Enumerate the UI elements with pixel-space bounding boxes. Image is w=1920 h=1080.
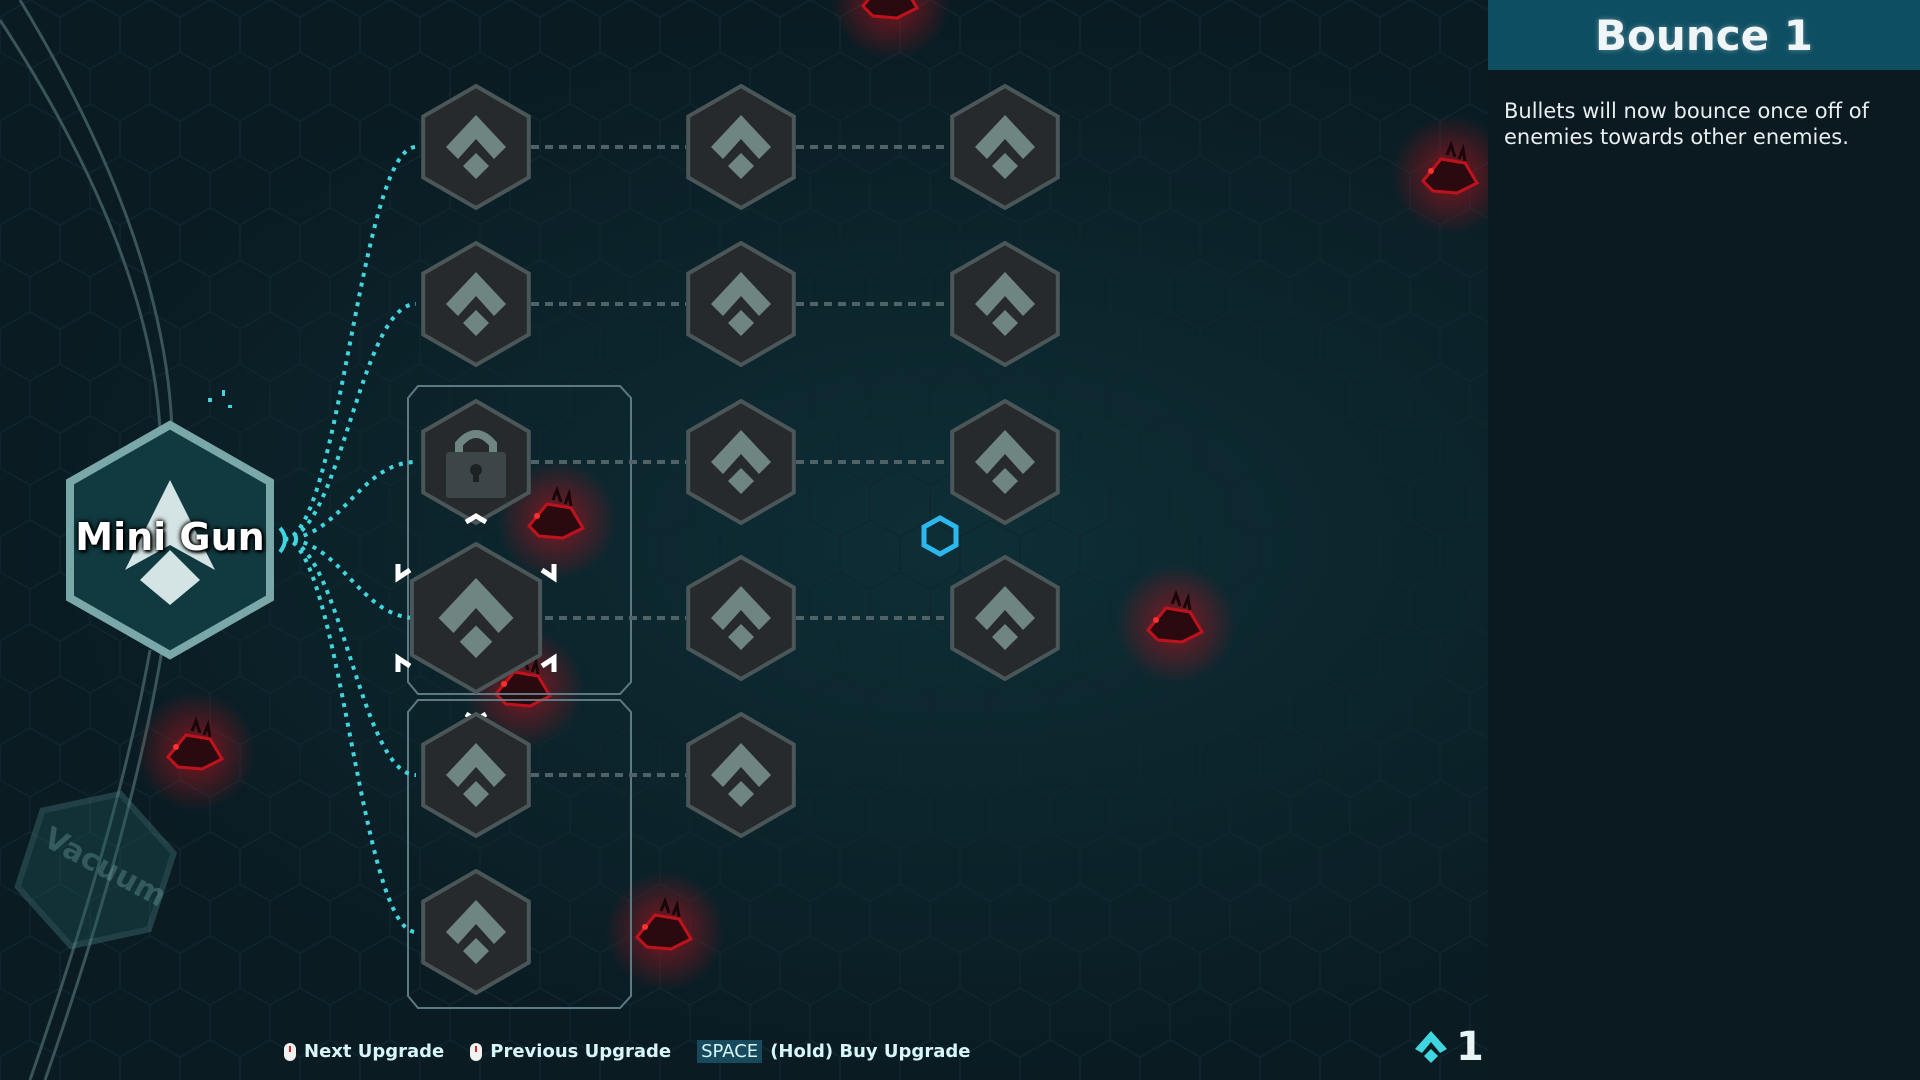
upgrade-group-frame <box>407 699 632 1009</box>
upgrade-node-available[interactable] <box>686 240 796 368</box>
pickup-hex-icon <box>921 515 959 557</box>
enemy-icon <box>1116 564 1236 684</box>
upgrade-arrow-icon <box>711 430 771 494</box>
upgrade-node-available[interactable] <box>686 554 796 682</box>
upgrade-arrow-icon <box>711 272 771 336</box>
upgrade-group-frame <box>407 385 632 695</box>
upgrade-arrow-icon <box>446 115 506 179</box>
upgrade-points-count: 1 <box>1456 1024 1484 1070</box>
upgrade-point-icon <box>1415 1031 1447 1063</box>
orbit-ring <box>0 0 174 1080</box>
upgrade-node-available[interactable] <box>686 711 796 839</box>
upgrade-node-available[interactable] <box>421 83 531 211</box>
upgrade-node-available[interactable] <box>686 83 796 211</box>
hint-buy-upgrade: SPACE (Hold) Buy Upgrade <box>697 1040 970 1063</box>
upgrade-arrow-icon <box>975 115 1035 179</box>
detail-panel-header: Bounce 1 <box>1488 0 1920 70</box>
tree-link <box>283 537 417 934</box>
tree-link <box>283 302 417 541</box>
lock-icon <box>446 430 506 498</box>
faded-node-vacuum <box>14 790 178 950</box>
hint-previous-upgrade: Previous Upgrade <box>470 1041 671 1062</box>
root-node-mini-gun[interactable] <box>66 420 287 660</box>
enemy-icon <box>136 691 256 811</box>
upgrade-node-available[interactable] <box>950 398 1060 526</box>
upgrade-arrow-icon <box>975 272 1035 336</box>
hint-label: Next Upgrade <box>304 1041 445 1062</box>
enemy-icon <box>1391 115 1511 235</box>
node-connector-icon <box>278 526 287 554</box>
upgrade-arrow-icon <box>711 115 771 179</box>
upgrade-node-available[interactable] <box>950 240 1060 368</box>
upgrade-node-available[interactable] <box>950 83 1060 211</box>
enemy-icon <box>605 871 725 991</box>
sparkle-icon <box>208 390 232 408</box>
upgrade-node-available[interactable] <box>421 711 531 839</box>
mouse-scroll-up-icon <box>470 1042 483 1061</box>
upgrade-arrow-icon <box>446 900 506 964</box>
upgrade-arrow-icon <box>711 743 771 807</box>
upgrade-arrow-icon <box>438 578 514 658</box>
upgrade-node-available[interactable] <box>950 554 1060 682</box>
upgrade-arrow-icon <box>975 430 1035 494</box>
upgrade-description: Bullets will now bounce once off of enem… <box>1504 99 1869 149</box>
tree-link <box>283 145 417 541</box>
upgrade-arrow-icon <box>446 743 506 807</box>
upgrade-node-available[interactable] <box>686 398 796 526</box>
chevron-up-icon <box>464 513 488 525</box>
hint-label: (Hold) Buy Upgrade <box>770 1041 971 1062</box>
root-node-label: Mini Gun <box>75 515 265 559</box>
upgrade-arrow-icon <box>975 586 1035 650</box>
hint-label: Previous Upgrade <box>490 1041 672 1062</box>
upgrade-points: 1 <box>1414 1024 1484 1070</box>
key-badge: SPACE <box>697 1040 763 1063</box>
upgrade-node-selected[interactable] <box>395 513 557 723</box>
control-hints: Next Upgrade Previous Upgrade SPACE (Hol… <box>284 1040 970 1063</box>
upgrade-arrow-icon <box>711 586 771 650</box>
upgrade-title: Bounce 1 <box>1595 10 1813 60</box>
upgrade-node-available[interactable] <box>421 240 531 368</box>
upgrade-diamond-icon <box>125 480 215 605</box>
detail-panel: Bounce 1 Bullets will now bounce once of… <box>1488 0 1920 1080</box>
hint-next-upgrade: Next Upgrade <box>284 1041 444 1062</box>
upgrade-node-available[interactable] <box>421 868 531 996</box>
tree-link <box>283 537 417 777</box>
mouse-scroll-down-icon <box>284 1042 296 1061</box>
enemy-icon <box>831 0 951 60</box>
upgrade-arrow-icon <box>446 272 506 336</box>
upgrade-node-locked[interactable] <box>421 398 531 526</box>
